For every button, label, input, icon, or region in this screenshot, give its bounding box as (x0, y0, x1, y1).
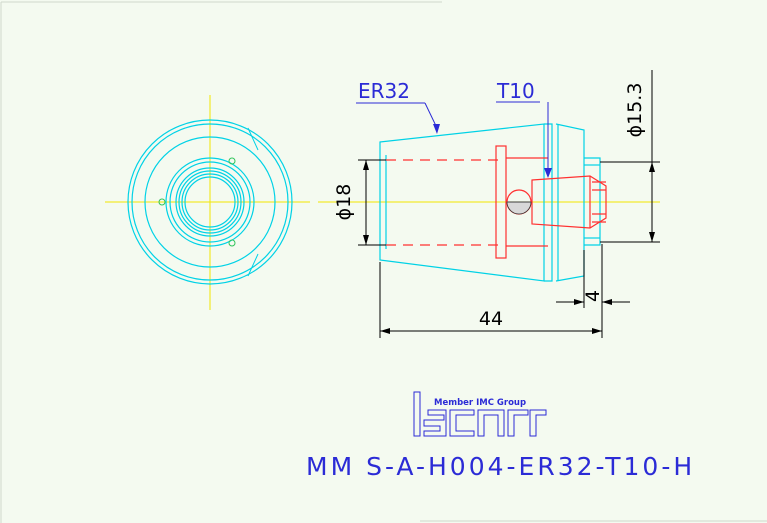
end-view-outer-circle-inner (131, 123, 289, 281)
end-view-bore-circle-2 (169, 161, 251, 243)
logo-letter-s (423, 409, 447, 437)
logo-letter-r (507, 409, 529, 437)
insert-flange (495, 145, 507, 259)
end-view (105, 95, 310, 310)
er32-arrowhead (433, 124, 440, 134)
len44-arrow-right (592, 328, 602, 334)
dia18-arrow-top (363, 160, 369, 170)
len4-arrow-left (574, 299, 584, 305)
end-view-pin-hole-top (228, 157, 236, 165)
end-view-ring-3 (181, 173, 239, 231)
end-view-notch-bottom (247, 253, 259, 277)
t10-label: T10 (496, 79, 535, 103)
end-view-bore-circle (165, 157, 255, 247)
t10-arrowhead (544, 168, 552, 178)
dia15-arrow-top (649, 162, 655, 172)
er32-leader (424, 102, 438, 129)
logo-letter-i (413, 391, 421, 437)
er32-callout: ER32 (356, 79, 440, 134)
length-4-label: 4 (582, 290, 604, 302)
logo-letter-a (477, 409, 505, 437)
dia15-label: ϕ15.3 (624, 83, 646, 138)
end-view-ring-1 (175, 167, 245, 237)
end-view-mid-circle (144, 136, 276, 268)
side-view (318, 123, 660, 282)
end-view-ring-2 (178, 170, 242, 234)
len44-arrow-left (380, 328, 390, 334)
dimension-lines (358, 70, 660, 338)
dimension-arrows (363, 160, 655, 334)
iscar-logo: Member IMC Group (413, 391, 547, 437)
end-view-pin-hole-left (158, 198, 166, 206)
shank-outline (584, 157, 601, 246)
logo-letter-tail (529, 409, 547, 437)
len4-arrow-right (602, 299, 612, 305)
dia18-arrow-bottom (363, 235, 369, 245)
end-view-outer-circle (127, 119, 293, 285)
end-view-notch-top (247, 127, 259, 151)
logo-letter-c (449, 409, 475, 437)
part-code: MM S-A-H004-ER32-T10-H (306, 452, 695, 481)
thread-lines (592, 181, 606, 223)
dia15-arrow-bottom (649, 232, 655, 242)
end-view-pin-hole-bottom (228, 239, 236, 247)
logo-tagline: Member IMC Group (434, 398, 526, 408)
logo-wordmark-graphic (413, 391, 547, 437)
nut-outline (555, 123, 585, 282)
length-44-label: 44 (479, 308, 503, 330)
end-view-ring-4 (184, 176, 236, 228)
t10-callout: T10 (496, 79, 552, 178)
ball-detent-half (506, 201, 532, 215)
er32-label: ER32 (358, 79, 410, 103)
dia18-label: ϕ18 (333, 184, 355, 221)
